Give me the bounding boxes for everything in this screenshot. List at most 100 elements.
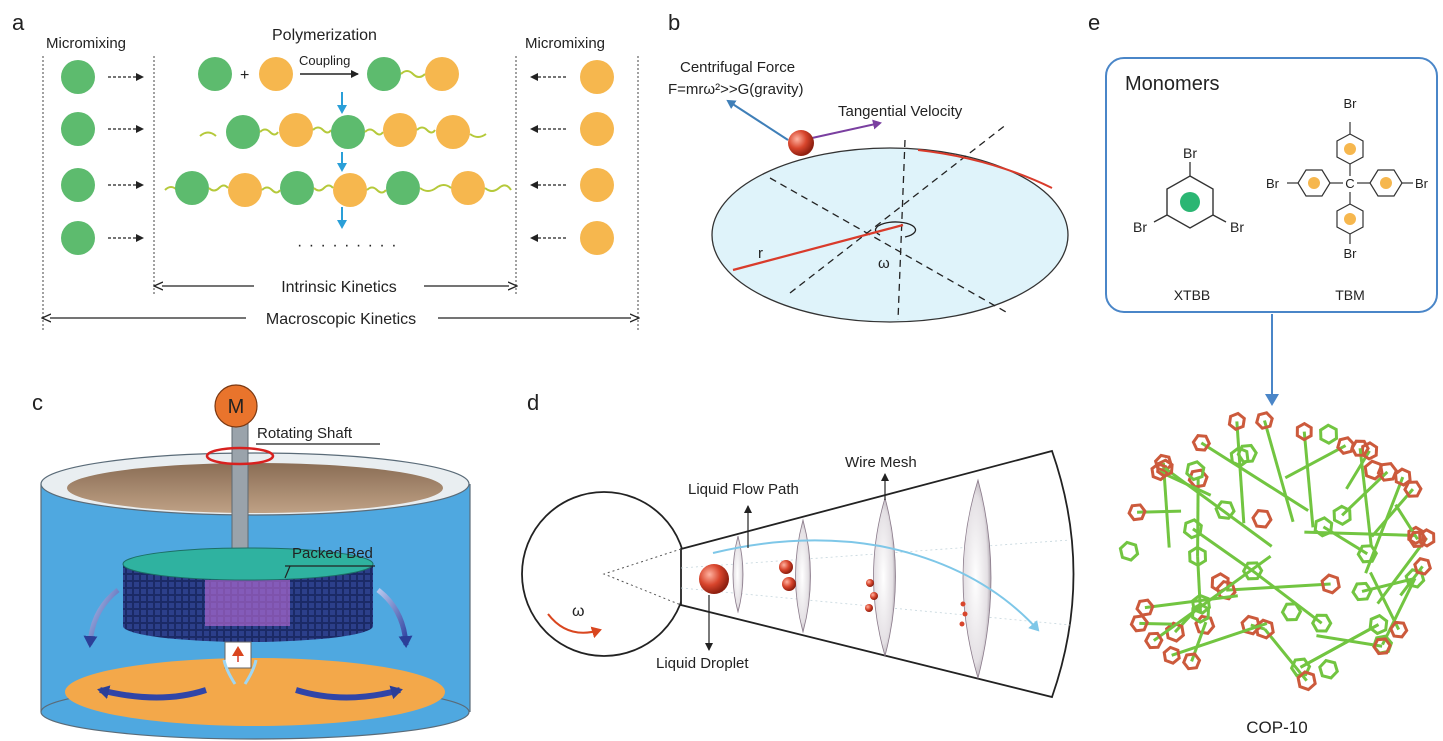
- chain-link: [313, 184, 334, 192]
- green-monomer: [175, 171, 209, 205]
- cop-ring: [1188, 545, 1208, 568]
- green-monomer: [226, 115, 260, 149]
- chain-link: [259, 128, 279, 136]
- trajectory-arc: [917, 149, 1053, 189]
- green-monomer: [331, 115, 365, 149]
- orange-monomer: [580, 168, 614, 202]
- panel-d-label: d: [527, 390, 539, 415]
- tangential-velocity-arrow: [811, 119, 882, 139]
- liquid-droplet-label: Liquid Droplet: [656, 655, 749, 672]
- continuation-dots: · · · · · · · · ·: [297, 237, 398, 254]
- cop-ring: [1254, 618, 1275, 640]
- cop-bond: [1299, 623, 1380, 669]
- rotating-disk: [711, 147, 1069, 323]
- cop-bond: [1171, 621, 1268, 657]
- cop-ring: [1156, 458, 1174, 478]
- carbon-label: C: [1345, 176, 1354, 191]
- cop-ring: [1413, 557, 1432, 576]
- cop-ring: [1214, 500, 1236, 520]
- panel-e-label: e: [1088, 10, 1100, 35]
- aromatic-center: [1344, 143, 1356, 155]
- cop-ring: [1191, 434, 1212, 452]
- cop-ring: [1185, 460, 1206, 482]
- green-monomer: [61, 112, 95, 146]
- cop-bond: [1370, 488, 1415, 538]
- outflow-arrow: [376, 588, 413, 648]
- left-green-monomers: [61, 60, 144, 255]
- spray-arrow: [243, 659, 258, 685]
- coupling-label: Coupling: [299, 53, 350, 68]
- cop-ring: [1350, 439, 1370, 457]
- phenyl-ring: [1336, 133, 1364, 165]
- green-monomer: [198, 57, 232, 91]
- cop-bond: [1226, 582, 1331, 592]
- cop-ring: [1164, 621, 1186, 643]
- cop-bond: [1364, 476, 1405, 574]
- cop-ring: [1241, 561, 1264, 581]
- rotating-shaft: [231, 419, 249, 561]
- orange-monomer: [580, 112, 614, 146]
- rotating-particle: [788, 130, 814, 156]
- cop-ring: [1144, 631, 1164, 650]
- tbm-name: TBM: [1335, 287, 1365, 303]
- aromatic-center: [1180, 192, 1200, 212]
- packed-bed-core: [205, 580, 290, 626]
- packed-bed-label: Packed Bed: [292, 545, 373, 562]
- cop-bond: [1376, 537, 1428, 605]
- liquid-droplet: [959, 621, 965, 627]
- omega-label-d: ω: [572, 603, 585, 620]
- benzene-ring: [1166, 175, 1214, 229]
- cop-ring: [1227, 411, 1246, 432]
- panel-c: c M Rotating Shaft Packed Bed: [32, 384, 471, 740]
- outflow-arrow: [83, 588, 120, 648]
- coupling-row: + Coupling: [198, 53, 459, 91]
- cop-ring: [1332, 504, 1352, 527]
- centrifugal-force-arrow: [726, 99, 789, 141]
- bond: [1212, 214, 1227, 223]
- cop-bond: [1284, 444, 1347, 480]
- xtbb-structure: Br Br Br XTBB: [1133, 145, 1244, 303]
- oligomer-chain: [199, 113, 487, 149]
- cop-ring: [1403, 480, 1423, 498]
- bromine-label: Br: [1230, 219, 1244, 235]
- cop-bond: [1139, 621, 1173, 626]
- panel-a-label: a: [12, 10, 25, 35]
- bottom-flow-arrow: [295, 685, 403, 701]
- cop-ring: [1351, 581, 1373, 602]
- green-monomer: [386, 171, 420, 205]
- cop-ring: [1393, 467, 1412, 487]
- polymerization-label: Polymerization: [272, 27, 377, 44]
- cop-ring: [1368, 613, 1389, 636]
- cop-bond: [1381, 577, 1417, 646]
- green-monomer: [61, 168, 95, 202]
- bed-leader: [284, 565, 291, 579]
- chain-link: [261, 186, 281, 194]
- liquid-droplet: [865, 604, 873, 612]
- omega-rotation-arrow: [874, 221, 917, 238]
- micromixing-left-label: Micromixing: [46, 35, 126, 52]
- cop-bond: [1263, 628, 1308, 682]
- cop-bond: [1302, 431, 1315, 528]
- aromatic-center: [1380, 177, 1392, 189]
- chain-link: [416, 126, 436, 134]
- cop-ring: [1181, 652, 1202, 671]
- cop-ring: [1363, 459, 1384, 481]
- aromatic-center: [1344, 213, 1356, 225]
- wire-mesh: [962, 478, 992, 680]
- liquid-flow-path: [712, 539, 1040, 632]
- cop-ring: [1289, 657, 1312, 678]
- right-orange-monomers: [530, 60, 614, 255]
- spray-arrow: [222, 659, 237, 685]
- cop-ring: [1407, 530, 1428, 549]
- cop-ring: [1319, 423, 1339, 445]
- bond: [1153, 214, 1168, 223]
- chain-link: [364, 128, 384, 136]
- cop-ring: [1280, 602, 1303, 622]
- orange-monomer: [228, 173, 262, 207]
- cop-ring: [1194, 614, 1216, 636]
- cop-bond: [1316, 634, 1383, 648]
- cop-ring: [1251, 509, 1273, 529]
- disk-axes: [769, 123, 1008, 321]
- cop-bond: [1144, 594, 1238, 610]
- macroscopic-kinetics-label: Macroscopic Kinetics: [266, 311, 416, 328]
